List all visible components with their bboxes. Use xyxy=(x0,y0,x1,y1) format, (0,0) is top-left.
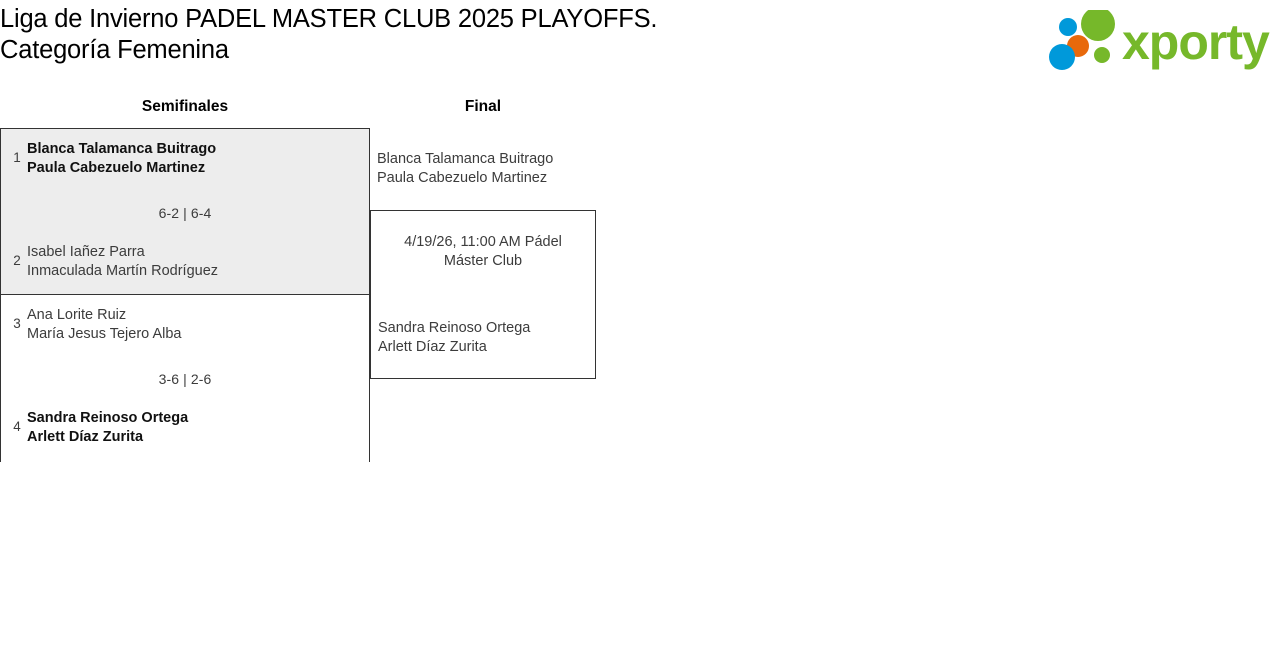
xporty-logo[interactable]: xporty xyxy=(1046,10,1274,70)
round-header-semifinals: Semifinales xyxy=(141,98,229,115)
player-name: María Jesus Tejero Alba xyxy=(27,326,182,342)
seed-number: 4 xyxy=(13,419,21,434)
player-name: Blanca Talamanca Buitrago xyxy=(27,141,217,157)
semifinals-group: 1 Blanca Talamanca Buitrago Paula Cabezu… xyxy=(0,128,370,462)
player-name: Sandra Reinoso Ortega xyxy=(27,410,189,426)
player-name: Sandra Reinoso Ortega xyxy=(378,320,531,336)
match-final[interactable]: 4/19/26, 11:00 AM Pádel Máster Club Sand… xyxy=(370,210,596,379)
page-title: Liga de Invierno PADEL MASTER CLUB 2025 … xyxy=(0,5,658,64)
team-entry: Ana Lorite Ruiz María Jesus Tejero Alba xyxy=(27,306,359,344)
seed-number: 1 xyxy=(13,150,21,165)
logo-dots xyxy=(1049,10,1115,70)
player-name: Ana Lorite Ruiz xyxy=(27,307,127,323)
round-header-final: Final xyxy=(464,98,502,115)
match-semifinal-1[interactable]: 1 Blanca Talamanca Buitrago Paula Cabezu… xyxy=(1,129,369,295)
team-entry: Sandra Reinoso Ortega Arlett Díaz Zurita xyxy=(27,409,359,447)
seed-number: 3 xyxy=(13,316,21,331)
match-semifinal-2[interactable]: 3 Ana Lorite Ruiz María Jesus Tejero Alb… xyxy=(1,295,369,462)
svg-text:xporty: xporty xyxy=(1122,14,1270,70)
player-name: Paula Cabezuelo Martinez xyxy=(27,160,206,176)
player-name: Inmaculada Martín Rodríguez xyxy=(27,263,219,279)
player-name: Blanca Talamanca Buitrago xyxy=(377,151,554,167)
final-team-top: Blanca Talamanca Buitrago Paula Cabezuel… xyxy=(377,150,592,188)
seed-number: 2 xyxy=(13,253,21,268)
player-name: Arlett Díaz Zurita xyxy=(27,429,144,445)
player-name: Arlett Díaz Zurita xyxy=(378,339,487,355)
final-schedule: 4/19/26, 11:00 AM Pádel Máster Club xyxy=(404,234,562,269)
team-entry: Isabel Iañez Parra Inmaculada Martín Rod… xyxy=(27,243,359,281)
final-team-bottom: Sandra Reinoso Ortega Arlett Díaz Zurita xyxy=(378,319,587,357)
match-score: 3-6 | 2-6 xyxy=(158,371,212,387)
match-score: 6-2 | 6-4 xyxy=(158,205,212,221)
player-name: Paula Cabezuelo Martinez xyxy=(377,170,548,186)
player-name: Isabel Iañez Parra xyxy=(27,244,145,260)
team-entry: Blanca Talamanca Buitrago Paula Cabezuel… xyxy=(27,140,359,178)
logo-wordmark: xporty xyxy=(1122,14,1271,70)
